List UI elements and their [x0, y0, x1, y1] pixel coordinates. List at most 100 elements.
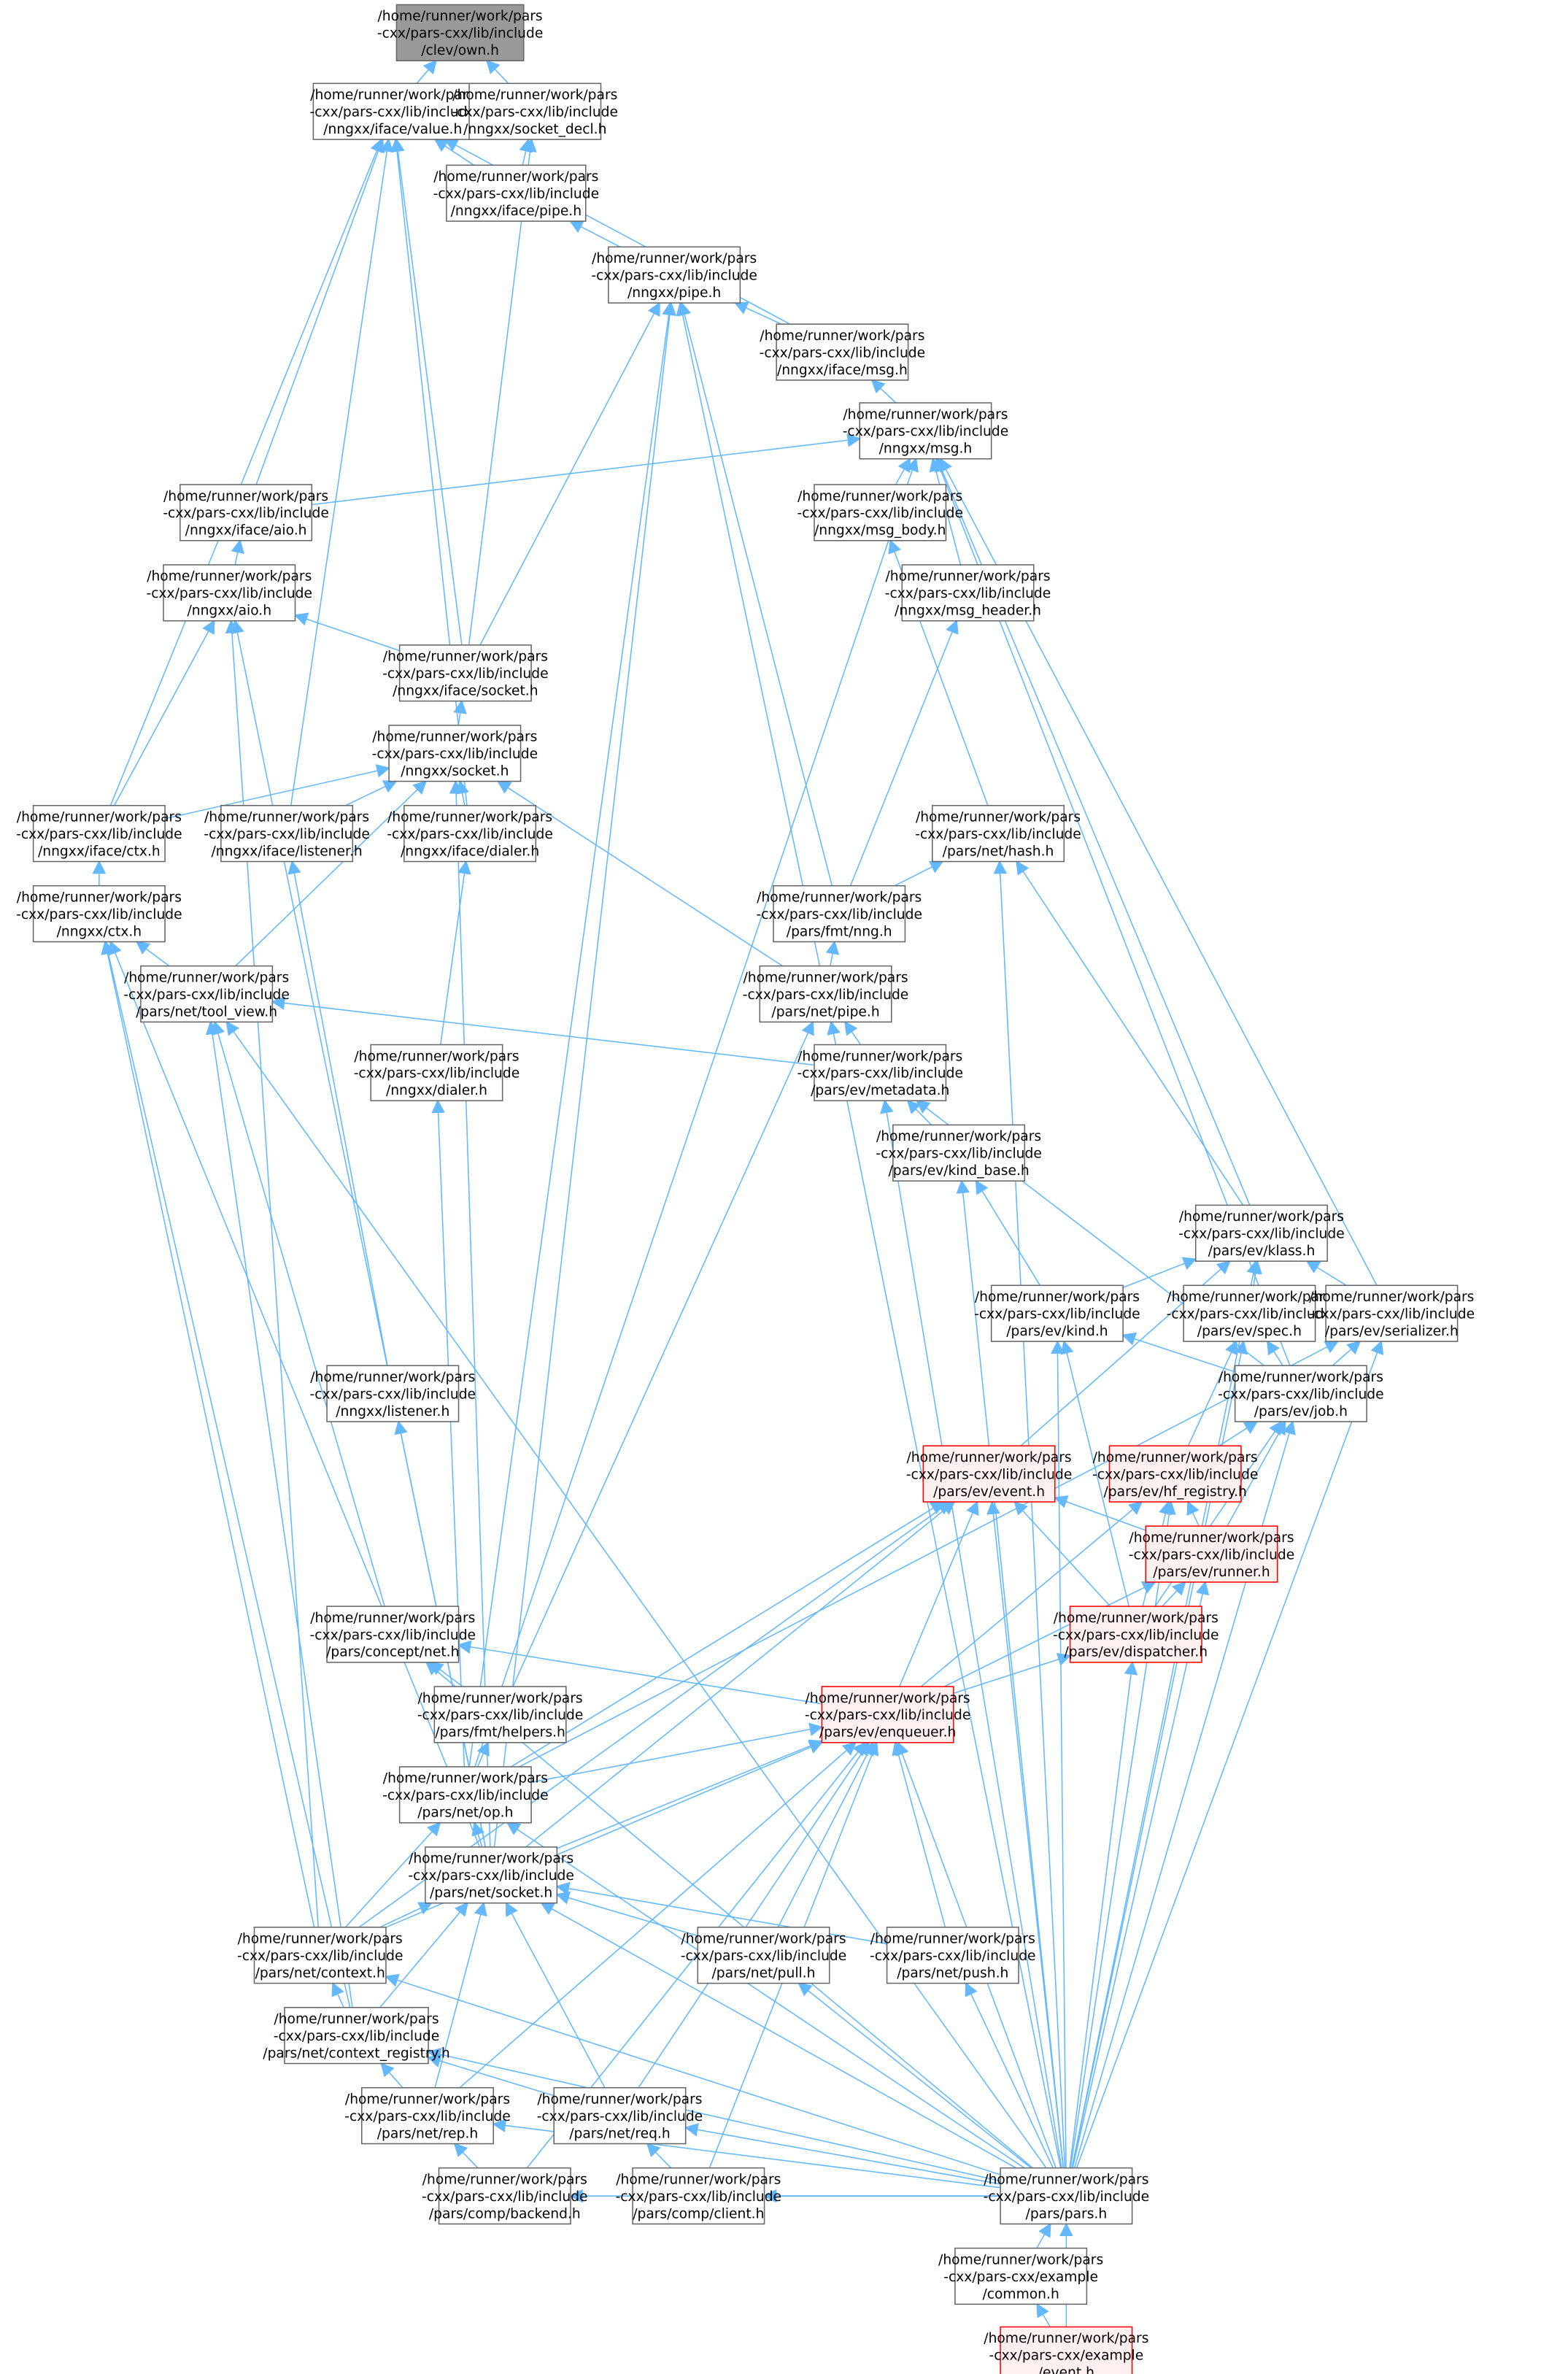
node-box[interactable]: [163, 564, 296, 622]
node-client[interactable]: /home/runner/work/pars-cxx/pars-cxx/lib/…: [616, 2167, 781, 2225]
node-box[interactable]: [892, 1124, 1026, 1182]
node-box[interactable]: [1108, 1445, 1242, 1503]
node-box[interactable]: [776, 323, 909, 381]
node-box[interactable]: [1145, 1525, 1278, 1583]
node-box[interactable]: [814, 484, 947, 542]
node-box[interactable]: [326, 1365, 460, 1422]
node-common[interactable]: /home/runner/work/pars-cxx/pars-cxx/exam…: [938, 2247, 1103, 2305]
node-msgbody[interactable]: /home/runner/work/pars-cxx/pars-cxx/lib/…: [797, 484, 963, 542]
node-box[interactable]: [886, 1927, 1019, 1984]
node-kindbase[interactable]: /home/runner/work/pars-cxx/pars-cxx/lib/…: [876, 1124, 1042, 1182]
node-ipipe[interactable]: /home/runner/work/pars-cxx/pars-cxx/lib/…: [433, 164, 599, 222]
node-spec[interactable]: /home/runner/work/pars-cxx/pars-cxx/lib/…: [1167, 1284, 1332, 1342]
node-isocket[interactable]: /home/runner/work/pars-cxx/pars-cxx/lib/…: [382, 644, 549, 702]
node-toolview[interactable]: /home/runner/work/pars-cxx/pars-cxx/lib/…: [123, 965, 290, 1023]
node-box[interactable]: [773, 885, 906, 943]
node-box[interactable]: [370, 1044, 503, 1102]
node-box[interactable]: [388, 725, 522, 782]
node-box[interactable]: [1000, 2167, 1133, 2225]
node-box[interactable]: [954, 2247, 1088, 2305]
node-box[interactable]: [32, 885, 166, 943]
node-box[interactable]: [1183, 1284, 1316, 1342]
node-serializer[interactable]: /home/runner/work/pars-cxx/pars-cxx/lib/…: [1309, 1284, 1475, 1342]
node-context[interactable]: /home/runner/work/pars-cxx/pars-cxx/lib/…: [237, 1927, 403, 1984]
node-push[interactable]: /home/runner/work/pars-cxx/pars-cxx/lib/…: [870, 1927, 1036, 1984]
node-box[interactable]: [821, 1686, 954, 1743]
node-box[interactable]: [32, 804, 166, 863]
node-box[interactable]: [1000, 2326, 1133, 2374]
node-pipe[interactable]: /home/runner/work/pars-cxx/pars-cxx/lib/…: [591, 246, 757, 304]
node-box[interactable]: [446, 164, 587, 222]
node-sockdecl[interactable]: /home/runner/work/pars-cxx/pars-cxx/lib/…: [452, 82, 618, 140]
node-netsocket[interactable]: /home/runner/work/pars-cxx/pars-cxx/lib/…: [408, 1846, 574, 1904]
node-box[interactable]: [608, 246, 741, 304]
node-klass[interactable]: /home/runner/work/pars-cxx/pars-cxx/lib/…: [1178, 1204, 1345, 1262]
node-enqueuer[interactable]: /home/runner/work/pars-cxx/pars-cxx/lib/…: [805, 1686, 970, 1743]
node-box[interactable]: [759, 965, 892, 1023]
node-box[interactable]: [179, 484, 313, 542]
node-exevent[interactable]: /home/runner/work/pars-cxx/pars-cxx/exam…: [984, 2326, 1148, 2374]
node-box[interactable]: [398, 1766, 532, 1824]
node-helpers[interactable]: /home/runner/work/pars-cxx/pars-cxx/lib/…: [417, 1686, 583, 1743]
node-iaio[interactable]: /home/runner/work/pars-cxx/pars-cxx/lib/…: [163, 484, 329, 542]
node-box[interactable]: [859, 402, 992, 460]
node-box[interactable]: [398, 644, 532, 702]
node-pull[interactable]: /home/runner/work/pars-cxx/pars-cxx/lib/…: [681, 1927, 846, 1984]
node-fmtnng[interactable]: /home/runner/work/pars-cxx/pars-cxx/lib/…: [756, 885, 922, 943]
node-ictx[interactable]: /home/runner/work/pars-cxx/pars-cxx/lib/…: [16, 804, 182, 863]
node-conceptnet[interactable]: /home/runner/work/pars-cxx/pars-cxx/lib/…: [310, 1606, 476, 1663]
node-socket[interactable]: /home/runner/work/pars-cxx/pars-cxx/lib/…: [372, 725, 538, 782]
node-hash[interactable]: /home/runner/work/pars-cxx/pars-cxx/lib/…: [915, 804, 1081, 863]
node-box[interactable]: [553, 2086, 687, 2145]
node-op[interactable]: /home/runner/work/pars-cxx/pars-cxx/lib/…: [382, 1766, 549, 1824]
node-box[interactable]: [990, 1284, 1124, 1342]
node-box[interactable]: [901, 564, 1035, 622]
node-msghdr[interactable]: /home/runner/work/pars-cxx/pars-cxx/lib/…: [885, 564, 1051, 622]
node-event[interactable]: /home/runner/work/pars-cxx/pars-cxx/lib/…: [906, 1445, 1072, 1503]
node-box[interactable]: [922, 1445, 1056, 1503]
node-metadata[interactable]: /home/runner/work/pars-cxx/pars-cxx/lib/…: [797, 1044, 963, 1102]
node-dispatcher[interactable]: /home/runner/work/pars-cxx/pars-cxx/lib/…: [1053, 1606, 1219, 1663]
node-job[interactable]: /home/runner/work/pars-cxx/pars-cxx/lib/…: [1218, 1365, 1384, 1422]
node-box[interactable]: [360, 2086, 495, 2145]
node-box[interactable]: [1194, 1204, 1328, 1262]
node-box[interactable]: [220, 804, 354, 863]
node-box[interactable]: [814, 1044, 947, 1102]
node-box[interactable]: [395, 4, 525, 61]
node-ctxreg[interactable]: /home/runner/work/pars-cxx/pars-cxx/lib/…: [263, 2007, 450, 2065]
node-kind[interactable]: /home/runner/work/pars-cxx/pars-cxx/lib/…: [974, 1284, 1140, 1342]
node-box[interactable]: [253, 1927, 387, 1984]
node-box[interactable]: [1069, 1606, 1202, 1663]
node-box[interactable]: [284, 2007, 429, 2065]
node-msg[interactable]: /home/runner/work/pars-cxx/pars-cxx/lib/…: [843, 402, 1008, 460]
node-dialer[interactable]: /home/runner/work/pars-cxx/pars-cxx/lib/…: [354, 1044, 520, 1102]
node-listener[interactable]: /home/runner/work/pars-cxx/pars-cxx/lib/…: [310, 1365, 476, 1422]
node-box[interactable]: [433, 1686, 567, 1743]
node-box[interactable]: [468, 82, 602, 140]
node-hfreg[interactable]: /home/runner/work/pars-cxx/pars-cxx/lib/…: [1092, 1445, 1258, 1503]
node-box[interactable]: [632, 2167, 765, 2225]
node-pars[interactable]: /home/runner/work/pars-cxx/pars-cxx/lib/…: [984, 2167, 1149, 2225]
node-req[interactable]: /home/runner/work/pars-cxx/pars-cxx/lib/…: [537, 2086, 703, 2145]
node-imsg[interactable]: /home/runner/work/pars-cxx/pars-cxx/lib/…: [760, 323, 925, 381]
node-box[interactable]: [697, 1927, 830, 1984]
node-backend[interactable]: /home/runner/work/pars-cxx/pars-cxx/lib/…: [422, 2167, 588, 2225]
node-rep[interactable]: /home/runner/work/pars-cxx/pars-cxx/lib/…: [344, 2086, 511, 2145]
node-box[interactable]: [425, 1846, 558, 1904]
node-ctx[interactable]: /home/runner/work/pars-cxx/pars-cxx/lib/…: [16, 885, 182, 943]
node-idialer[interactable]: /home/runner/work/pars-cxx/pars-cxx/lib/…: [387, 804, 553, 863]
node-box[interactable]: [1234, 1365, 1367, 1422]
node-ilistener[interactable]: /home/runner/work/pars-cxx/pars-cxx/lib/…: [204, 804, 370, 863]
node-own[interactable]: /home/runner/work/pars-cxx/pars-cxx/lib/…: [377, 4, 543, 61]
node-runner[interactable]: /home/runner/work/pars-cxx/pars-cxx/lib/…: [1129, 1525, 1294, 1583]
node-ivalue[interactable]: /home/runner/work/pars-cxx/pars-cxx/lib/…: [310, 82, 476, 140]
node-box[interactable]: [403, 804, 537, 863]
node-box[interactable]: [140, 965, 274, 1023]
node-aio[interactable]: /home/runner/work/pars-cxx/pars-cxx/lib/…: [147, 564, 312, 622]
node-box[interactable]: [1325, 1284, 1459, 1342]
node-box[interactable]: [312, 82, 473, 140]
node-netpipe[interactable]: /home/runner/work/pars-cxx/pars-cxx/lib/…: [743, 965, 908, 1023]
node-box[interactable]: [326, 1606, 460, 1663]
node-box[interactable]: [438, 2167, 571, 2225]
node-box[interactable]: [932, 804, 1065, 863]
